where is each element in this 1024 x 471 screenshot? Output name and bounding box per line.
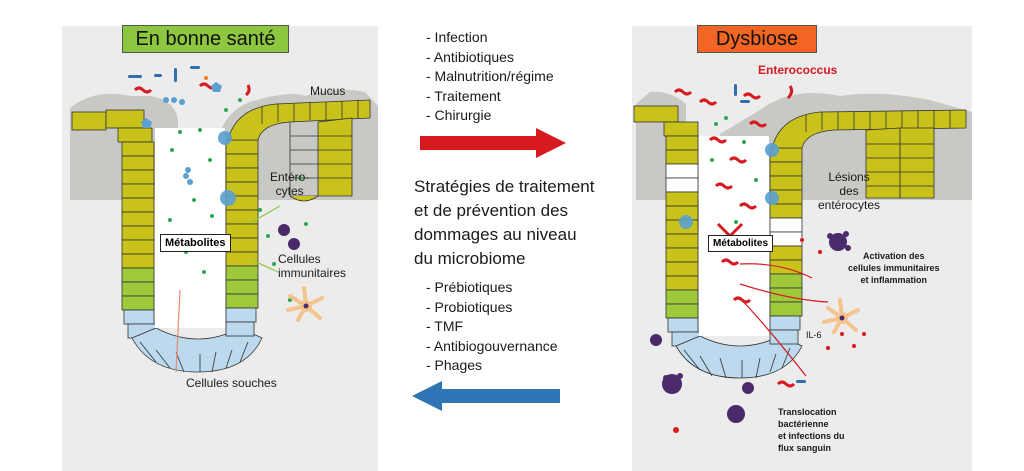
activated-dendritic-cell	[822, 298, 860, 334]
enterocytes-label-line1: Entéro-	[270, 170, 310, 184]
strategy-line: Stratégies de traitement	[414, 177, 595, 196]
lesions-label-line: des	[839, 184, 859, 198]
left-crypt-left-wall	[71, 109, 157, 339]
strategy-line: dommages au niveau	[414, 225, 577, 244]
translocation-label-line: et infections du	[778, 431, 845, 441]
enterococcus-label: Enterococcus	[758, 63, 838, 77]
treatment-item: - Prébiotiques	[426, 279, 513, 295]
right-villus-right	[771, 109, 967, 199]
treatment-item: - Probiotiques	[426, 298, 513, 315]
cause-list: - Infection - Antibiotiques - Malnutriti…	[426, 28, 554, 126]
activation-label-line: et inflammation	[860, 275, 928, 285]
cause-item: - Antibiotiques	[426, 48, 514, 65]
translocation-label: Translocation bactérienne et infections …	[778, 406, 845, 454]
immune-cell-2	[288, 238, 300, 250]
treatment-list: - Prébiotiques - Probiotiques - TMF - An…	[426, 278, 558, 376]
metabolites-box-right: Métabolites	[708, 235, 774, 252]
activation-label: Activation des cellules immunitaires et …	[848, 250, 940, 286]
activated-immune-cell-top	[827, 231, 851, 251]
cause-item: - Infection	[426, 29, 488, 45]
healthy-title: En bonne santé	[122, 25, 289, 53]
immune-cells-label-line1: Cellules	[278, 252, 321, 266]
left-crypt	[70, 66, 378, 373]
translocated-bacteria	[650, 334, 754, 433]
forward-arrow	[420, 128, 566, 158]
activation-label-line: cellules immunitaires	[848, 263, 940, 273]
right-crypt-bottom	[675, 335, 803, 379]
strategy-line: du microbiome	[414, 249, 526, 268]
metabolites-box-left: Métabolites	[160, 234, 231, 252]
immune-cells-label: Cellules immunitaires	[278, 252, 346, 280]
cause-item: - Malnutrition/régime	[426, 68, 554, 84]
lesions-label-line: Lésions	[828, 170, 870, 184]
strategy-text: Stratégies de traitement et de préventio…	[414, 175, 594, 271]
cause-item: - Traitement	[426, 87, 501, 104]
strategy-line: et de prévention des	[414, 201, 569, 220]
right-crypt-right-wall	[769, 147, 803, 345]
translocation-label-line: flux sanguin	[778, 443, 832, 453]
dysbiosis-title: Dysbiose	[697, 25, 817, 53]
stem-cells-label: Cellules souches	[186, 376, 277, 390]
enterocytes-label: Entéro- cytes	[270, 170, 309, 198]
mucus-label: Mucus	[310, 84, 346, 98]
treatment-item: - Phages	[426, 357, 483, 373]
immune-cells-label-line2: immunitaires	[278, 266, 347, 280]
translocation-label-line: bactérienne	[778, 419, 829, 429]
treatment-item: - TMF	[426, 318, 464, 334]
back-arrow	[412, 381, 560, 411]
translocation-label-line: Translocation	[778, 407, 837, 417]
enterocytes-label-line2: cytes	[275, 184, 304, 198]
cause-item: - Chirurgie	[426, 107, 492, 123]
left-lumen	[155, 128, 225, 328]
left-microbiota	[128, 66, 308, 302]
right-microbiota	[673, 84, 866, 388]
immune-cell-1	[278, 224, 290, 236]
left-villus-right	[227, 99, 371, 202]
left-crypt-right-wall	[225, 139, 259, 337]
treatment-item: - Antibiogouvernance	[426, 337, 558, 354]
il6-label: IL-6	[806, 330, 822, 340]
lesions-label: Lésions des entérocytes	[814, 170, 884, 212]
lesions-label-line: entérocytes	[817, 198, 881, 212]
right-crypt	[633, 84, 972, 433]
dendritic-cell	[286, 286, 324, 322]
activation-label-line: Activation des	[863, 251, 925, 261]
